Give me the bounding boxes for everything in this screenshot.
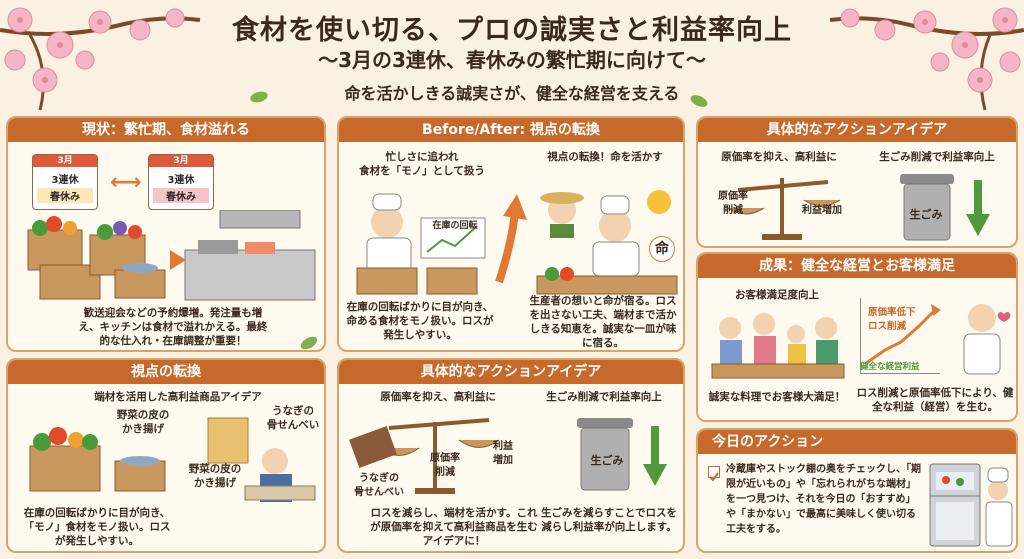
after-description: 生産者の想いと命が宿る。ロスを出さない工夫、端材まで活かしきる知恵を。誠実な一皿…: [529, 295, 677, 349]
balance-scale-icon: [727, 178, 841, 240]
chart-label: 在庫の回転: [432, 221, 478, 231]
veg-peel-tempura-label-2: 野菜の皮の かき揚げ: [188, 463, 242, 489]
trash-bin-icon: [577, 418, 667, 491]
current-situation-heading: 現状：繁忙期、食材溢れる: [8, 118, 324, 142]
calendar-line2: 春休み: [153, 188, 209, 203]
balance-scale-icon: [349, 418, 500, 494]
kitchen-illustration: [27, 210, 316, 301]
calendar-icon: 3月 3連休 春休み: [148, 154, 214, 210]
before-description: 在庫の回転ばかりに目が向き、命ある食材をモノ扱い。ロスが発生しやすい。: [346, 301, 494, 341]
refrigerator-illustration: [929, 463, 1013, 547]
today-action-heading: 今日のアクション: [698, 430, 1016, 454]
viewpoint-subheading: 端材を活用した高利益商品アイデア: [94, 391, 262, 403]
double-arrow-icon: ⟷: [110, 170, 142, 195]
satisfaction-label: お客様満足度向上: [735, 289, 819, 301]
waste-reduction-title: 生ごみ削減で利益率向上: [546, 391, 662, 403]
actions-right-panel: 具体的なアクションアイデア 原価率を抑え、高利益に 生ごみ削減で利益率向上 原価…: [696, 116, 1018, 248]
checkbox-icon[interactable]: [708, 466, 720, 482]
life-badge: 命: [649, 236, 675, 262]
cost-ratio-title: 原価率を抑え、高利益に: [721, 151, 837, 163]
results-left-description: 誠実な料理でお客様大満足！: [708, 391, 846, 403]
chart-line1: 原価率低下: [868, 307, 916, 318]
current-description: 歓送迎会などの予約爆増。発注量も増え、キッチンは食材で溢れかえる。最終的な仕入れ…: [78, 307, 268, 347]
cost-ratio-reduction-label: 原価率 削減: [718, 191, 748, 216]
waste-reduction-title: 生ごみ削減で利益率向上: [879, 151, 995, 163]
before-caption: 忙しさに追われ 食材を「モノ」として扱う: [359, 151, 485, 177]
family-dining-illustration: [711, 313, 845, 379]
today-action-text: 冷蔵庫やストック棚の奥をチェックし、「期限が近いもの」や「忘れられがちな端材」を…: [726, 464, 921, 535]
today-action-panel: 今日のアクション 冷蔵庫やストック棚の奥をチェックし、「期限が近いもの」や「忘れ…: [696, 428, 1018, 553]
profit-increase-label: 利益 増加: [493, 441, 513, 466]
veg-peel-tempura-label: 野菜の皮の かき揚げ: [116, 409, 170, 435]
profit-chart: [860, 298, 941, 374]
chart-base-label: 健全な経営利益: [860, 362, 920, 372]
waste-reduction-description: 生ごみを減らすことでロスを減らし利益率が向上します。: [541, 507, 677, 533]
bin-label: 生ごみ: [590, 454, 624, 467]
eel-bone-cracker-label: うなぎの 骨せんべい: [266, 405, 320, 431]
calendar-line1: 3連休: [51, 175, 79, 186]
results-panel: 成果：健全な経営とお客様満足 お客様満足度向上 原価率低下 ロス削減 健全な経営…: [696, 252, 1018, 422]
calendar-line2: 春休み: [37, 188, 93, 203]
page-title: 食材を使い切る、プロの誠実さと利益率向上: [232, 15, 792, 46]
calendar-month: 3月: [149, 155, 213, 167]
page-subtitle: 〜3月の3連休、春休みの繁忙期に向けて〜: [318, 48, 706, 72]
tagline: 命を活かしきる誠実さが、健全な経営を支える: [344, 84, 680, 103]
results-right-description: ロス削減と原価率低下により、健全な利益（経営）を生む。: [856, 387, 1014, 413]
actions-middle-heading: 具体的なアクションアイデア: [339, 360, 683, 384]
viewpoint-description: 在庫の回転ばかりに目が向き、「モノ」食材をモノ扱い。ロスが発生しやすい。: [23, 507, 171, 547]
ingredients-box-illustration: [29, 417, 316, 502]
bin-label: 生ごみ: [909, 208, 943, 221]
profit-increase-label: 利益増加: [802, 205, 842, 216]
actions-right-heading: 具体的なアクションアイデア: [698, 118, 1016, 142]
after-caption: 視点の転換！命を活かす: [547, 151, 663, 163]
calendar-month: 3月: [33, 155, 97, 167]
viewpoint-heading: 視点の転換: [8, 360, 324, 384]
eel-bone-cracker-label: うなぎの 骨せんべい: [354, 473, 404, 498]
current-situation-panel: 現状：繁忙期、食材溢れる 3月 3連休 春休み ⟷ 3月 3連休 春休み 歓送迎…: [6, 116, 326, 352]
chef-handshake-illustration: [963, 304, 1011, 375]
trash-bin-icon: [900, 174, 990, 241]
cost-ratio-description: ロスを減らし、端材を活かす。これが原価率を抑えて高利益商品を生むアイデアに！: [370, 507, 538, 547]
cherry-blossom-left-icon: [0, 7, 201, 111]
results-heading: 成果：健全な経営とお客様満足: [698, 254, 1016, 278]
cost-ratio-title: 原価率を抑え、高利益に: [380, 391, 496, 403]
calendar-line1: 3連休: [167, 175, 195, 186]
cherry-blossom-right-icon: [829, 7, 1024, 111]
before-after-illustration: [356, 190, 678, 295]
viewpoint-panel: 視点の転換 端材を活用した高利益商品アイデア 野菜の皮の かき揚げ うなぎの 骨…: [6, 358, 326, 553]
actions-middle-panel: 具体的なアクションアイデア 原価率を抑え、高利益に 生ごみ削減で利益率向上 原価…: [337, 358, 685, 553]
chart-line2: ロス削減: [868, 321, 907, 332]
before-after-panel: Before/After: 視点の転換 忙しさに追われ 食材を「モノ」として扱う…: [337, 116, 685, 352]
before-after-heading: Before/After: 視点の転換: [339, 118, 683, 142]
calendar-icon: 3月 3連休 春休み: [32, 154, 98, 210]
cost-ratio-reduction-label: 原価率 削減: [430, 453, 460, 478]
